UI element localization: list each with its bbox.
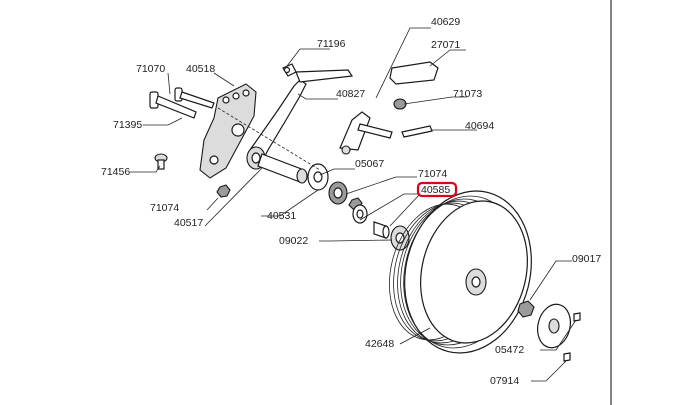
label-40629: 40629 — [431, 16, 460, 28]
spacer-40585 — [373, 221, 390, 239]
wheel-42648 — [389, 190, 532, 354]
label-05472: 05472 — [495, 344, 524, 356]
plate-40518 — [199, 83, 257, 179]
label-40585: 40585 — [421, 184, 450, 196]
pin-40694 — [401, 125, 433, 138]
label-42648: 42648 — [365, 338, 394, 350]
grip-27071 — [389, 61, 439, 85]
label-71073: 71073 — [453, 88, 482, 100]
label-40694: 40694 — [465, 120, 494, 132]
highlight-box-40585 — [416, 181, 458, 198]
lever-40629 — [339, 111, 393, 155]
bushing-40585 — [352, 204, 368, 224]
label-71074-left: 71074 — [150, 202, 179, 214]
nut-09017 — [517, 300, 535, 318]
axle-40531 — [257, 153, 308, 184]
label-71070: 71070 — [136, 63, 165, 75]
screw-71456 — [154, 153, 168, 170]
bolt-71395 — [174, 87, 215, 109]
label-27071: 27071 — [431, 39, 460, 51]
label-09022: 09022 — [279, 235, 308, 247]
leader-lines — [130, 27, 577, 382]
label-71196: 71196 — [317, 38, 346, 50]
screw-07914 — [563, 312, 581, 362]
label-09017: 09017 — [572, 253, 601, 265]
label-71074-right: 71074 — [418, 168, 447, 180]
label-40827: 40827 — [336, 88, 365, 100]
label-40531: 40531 — [267, 210, 296, 222]
label-40518: 40518 — [186, 63, 215, 75]
label-05067: 05067 — [355, 158, 384, 170]
hubcap-05472 — [536, 303, 572, 349]
bolt-71070 — [149, 91, 197, 119]
label-71395: 71395 — [113, 119, 142, 131]
nut-71074-left — [216, 184, 231, 198]
label-71456: 71456 — [101, 166, 130, 178]
pin-71196 — [282, 63, 297, 77]
bearing-71074 — [328, 181, 348, 205]
washer-05067 — [307, 163, 329, 191]
label-07914: 07914 — [490, 375, 519, 387]
label-40517: 40517 — [174, 217, 203, 229]
